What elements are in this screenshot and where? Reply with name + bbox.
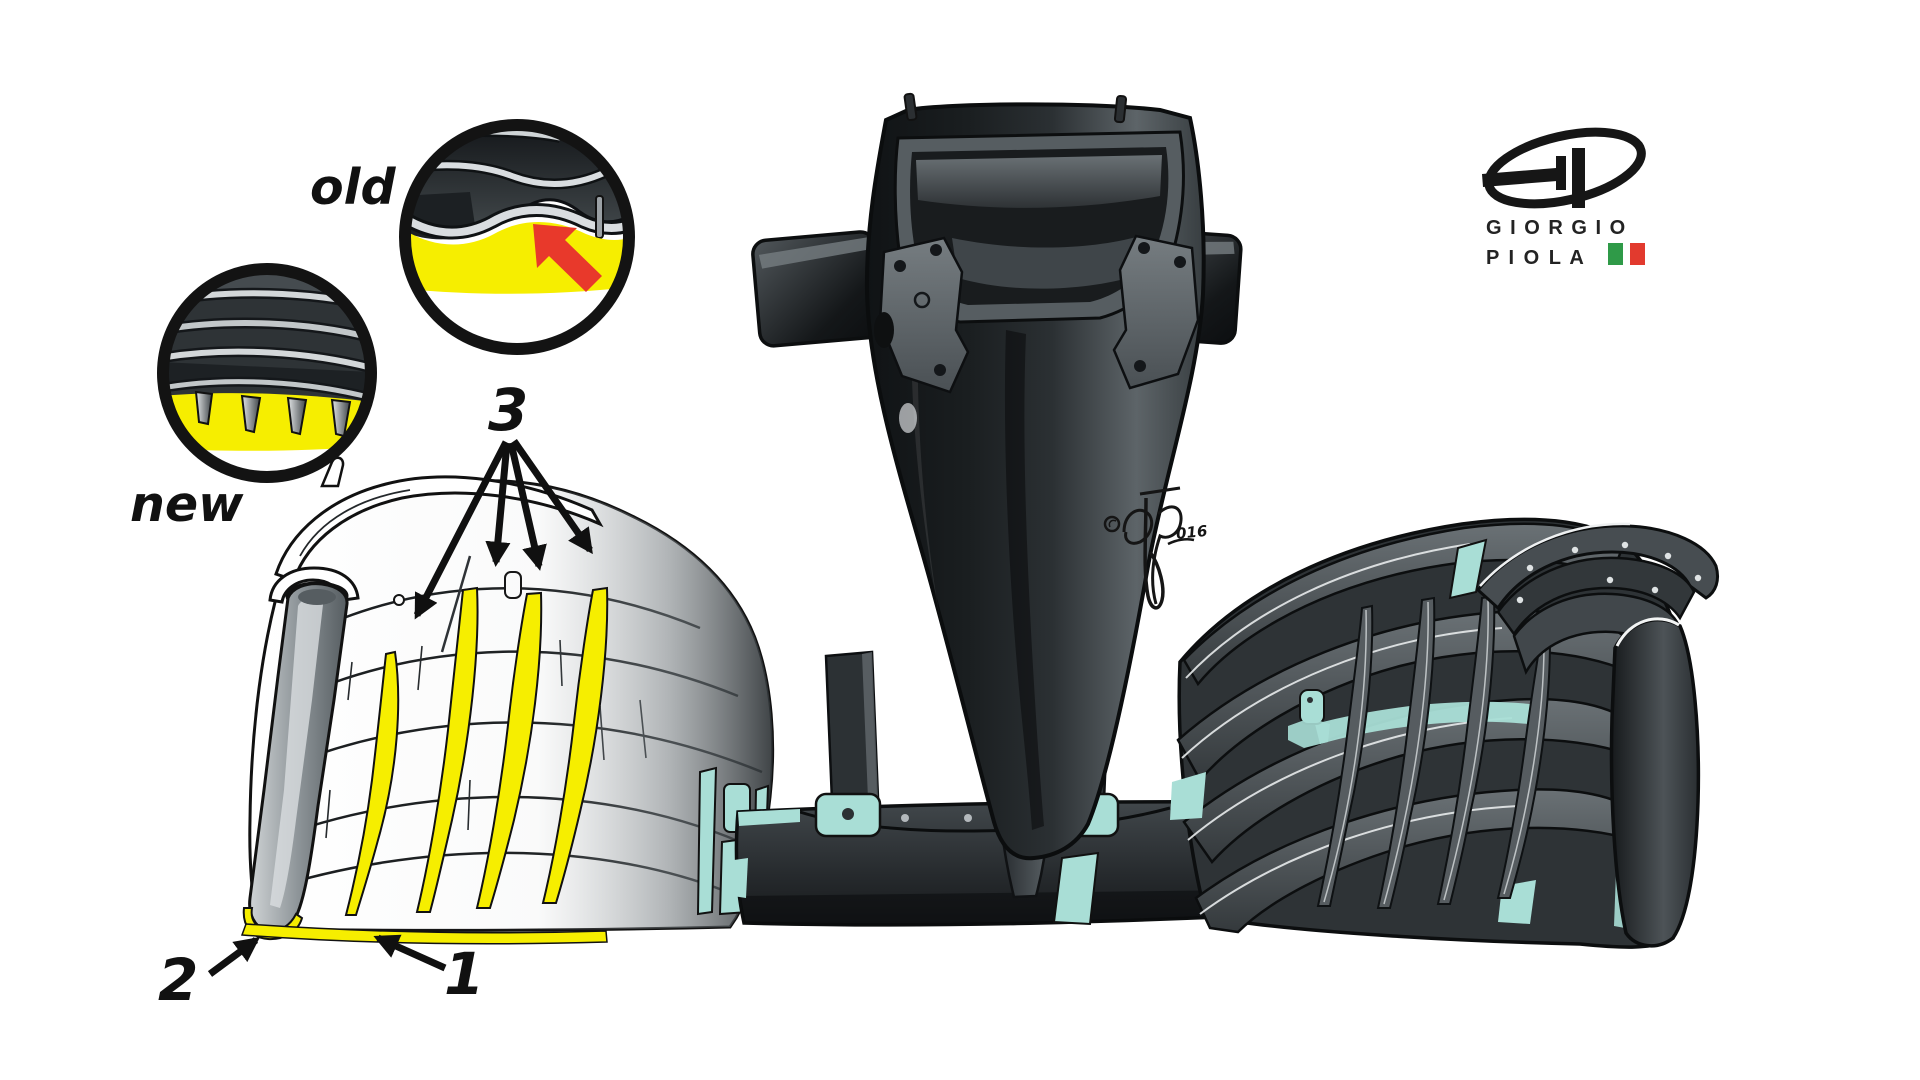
right-endplate-tube-rim	[1615, 617, 1680, 647]
callout-2-group: 2	[158, 937, 261, 1014]
right-strake-highlights	[1323, 599, 1545, 905]
nose-inner-tube-upper	[916, 155, 1162, 208]
nose-centre-crease	[1004, 330, 1044, 830]
inset-new-ring	[157, 263, 377, 483]
yellow-strake-4	[541, 586, 609, 904]
right-strake-4	[1496, 638, 1552, 899]
signature-year: 016	[1175, 522, 1208, 543]
camera-pod-left	[751, 230, 884, 348]
right-strake-1	[1316, 604, 1374, 907]
right-endplate-rivets	[1516, 541, 1702, 604]
right-front-wing	[1170, 517, 1720, 949]
right-wing-strakes	[1316, 594, 1552, 909]
pylon-left-highlight	[862, 652, 878, 799]
endplate-tube-highlight	[270, 595, 324, 908]
right-wing-edge-highlights	[1181, 543, 1519, 915]
yellow-strake-2	[415, 586, 479, 913]
nose-antenna-pins	[903, 92, 1128, 124]
inset-new: new	[130, 263, 377, 533]
yellow-strake-1	[344, 650, 400, 916]
endplate-top-hoop	[268, 566, 360, 604]
right-endplate-arch	[1475, 522, 1720, 676]
gp-monogram-icon	[1482, 127, 1646, 209]
label-3: 3	[488, 376, 528, 444]
nose-plate-bolts	[894, 242, 1186, 376]
logo-line2: P I O L A	[1486, 247, 1586, 269]
callout-3-arrows	[413, 438, 593, 620]
callout-1-arrow	[373, 934, 447, 972]
artist-signature: 016	[1103, 486, 1208, 610]
nose-plate-ring-detail	[913, 291, 931, 309]
label-old: old	[310, 159, 396, 216]
right-wing-tag-dot	[1307, 697, 1313, 703]
left-front-wing	[240, 456, 775, 945]
inset-old-ring	[399, 119, 635, 355]
flag-square-red	[1630, 243, 1645, 265]
flag-square-green	[1608, 243, 1623, 265]
yellow-strake-3	[475, 591, 543, 909]
right-strake-3	[1436, 594, 1496, 905]
callout-1-group: 1	[373, 934, 484, 1008]
inset-old-red-arrow	[533, 224, 602, 292]
endplate-upper-arch	[274, 475, 604, 582]
giorgio-piola-logo: G I O R G I O P I O L A	[1482, 127, 1646, 269]
underside-edge-yellow	[240, 923, 608, 945]
callout-2-arrow	[207, 937, 261, 977]
inset-old-content	[405, 125, 629, 294]
label-new: new	[130, 476, 244, 533]
endplate-opening-inner	[298, 589, 336, 605]
label-2: 2	[158, 946, 198, 1014]
nose-vent-oval-light	[899, 403, 917, 433]
nose-cone	[751, 92, 1243, 899]
logo-line1: G I O R G I O	[1486, 217, 1627, 239]
right-endplate-tube	[1609, 617, 1701, 948]
right-strake-2	[1376, 596, 1436, 909]
arch-inner-line	[299, 489, 411, 557]
nose-plate-right	[1112, 234, 1200, 390]
inset-new-under-strakes	[194, 390, 352, 438]
inset-old: old	[310, 119, 635, 355]
yellow-strakes	[344, 586, 609, 916]
nose-vent-oval-dark	[874, 312, 894, 348]
nose-inner-tube-lower	[952, 236, 1140, 289]
arch-top-fin	[320, 456, 345, 488]
pylon-mount-bolt-left	[842, 808, 854, 820]
label-1: 1	[444, 940, 484, 1008]
inset-new-yellow-footplate	[163, 393, 371, 451]
callout-3-group: 3	[413, 376, 593, 620]
centre-panel-lower-shadow	[741, 890, 1245, 925]
centre-panel-teal-wedge	[1052, 851, 1100, 926]
